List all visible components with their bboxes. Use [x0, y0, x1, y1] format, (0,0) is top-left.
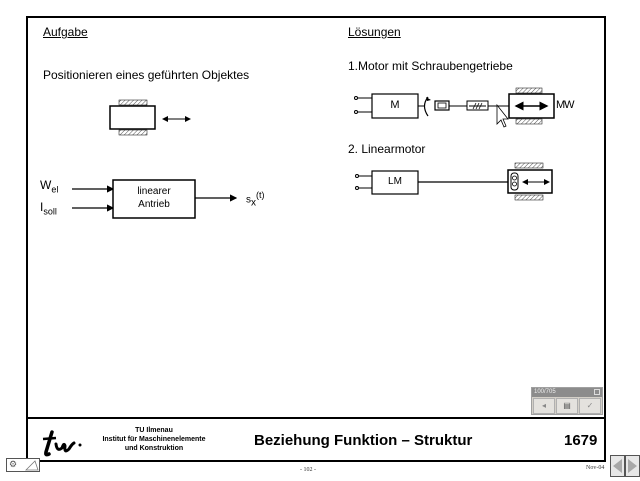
- back-icon: ◂: [541, 401, 546, 410]
- viewer-toolbar: 100/705 ◂ ▤ ✓: [531, 387, 603, 415]
- linear-motor-label: LM: [388, 176, 402, 187]
- previous-slide-button[interactable]: [610, 455, 625, 477]
- solution2-label: 2. Linearmotor: [348, 142, 426, 156]
- check-button[interactable]: ✓: [579, 398, 601, 414]
- left-heading: Aufgabe: [43, 25, 88, 39]
- tu-logo: [42, 430, 82, 457]
- slide-title: Beziehung Funktion – Struktur: [254, 432, 473, 449]
- viewer-widget[interactable]: ⚙: [6, 458, 40, 472]
- block-diagram: [72, 179, 238, 219]
- triangle-right-icon: [628, 459, 637, 473]
- solution1-label: 1.Motor mit Schraubengetriebe: [348, 59, 513, 73]
- guided-object: [109, 99, 191, 136]
- block-label: linearer Antrieb: [137, 186, 171, 210]
- next-slide-button[interactable]: [625, 455, 640, 477]
- page-icon: ▤: [563, 401, 571, 410]
- zoom-label: 100/705: [532, 388, 602, 397]
- footer-divider: [26, 417, 606, 419]
- check-icon: ✓: [586, 401, 594, 410]
- slide-frame: [26, 16, 606, 462]
- motor-label: M: [390, 99, 400, 111]
- output-label: sx(t): [246, 190, 265, 209]
- linear-drive-block: [112, 179, 196, 219]
- right-heading: Lösungen: [348, 25, 401, 39]
- input-i-label: Isoll: [40, 200, 57, 217]
- date-label: Nov-04: [586, 465, 605, 471]
- solution1-diagram: [354, 87, 555, 128]
- slide-number: 1679: [564, 432, 598, 449]
- mouse-cursor-icon: [496, 103, 509, 128]
- institution-text: TU Ilmenau Institut für Maschinenelement…: [102, 427, 206, 452]
- solution2-diagram: [355, 162, 553, 201]
- back-button[interactable]: ◂: [533, 398, 555, 414]
- task-text: Positionieren eines geführten Objektes: [43, 68, 250, 82]
- page-label: - 102 -: [300, 467, 316, 473]
- page-button[interactable]: ▤: [556, 398, 578, 414]
- spring-icon: MW: [556, 99, 575, 111]
- triangle-left-icon: [613, 459, 622, 473]
- input-w-label: Wel: [40, 178, 59, 195]
- gear-icon: ⚙: [9, 459, 18, 469]
- toolbar-close-icon[interactable]: [594, 389, 600, 395]
- motor-block: [371, 93, 419, 119]
- triangle-icon: [25, 460, 39, 471]
